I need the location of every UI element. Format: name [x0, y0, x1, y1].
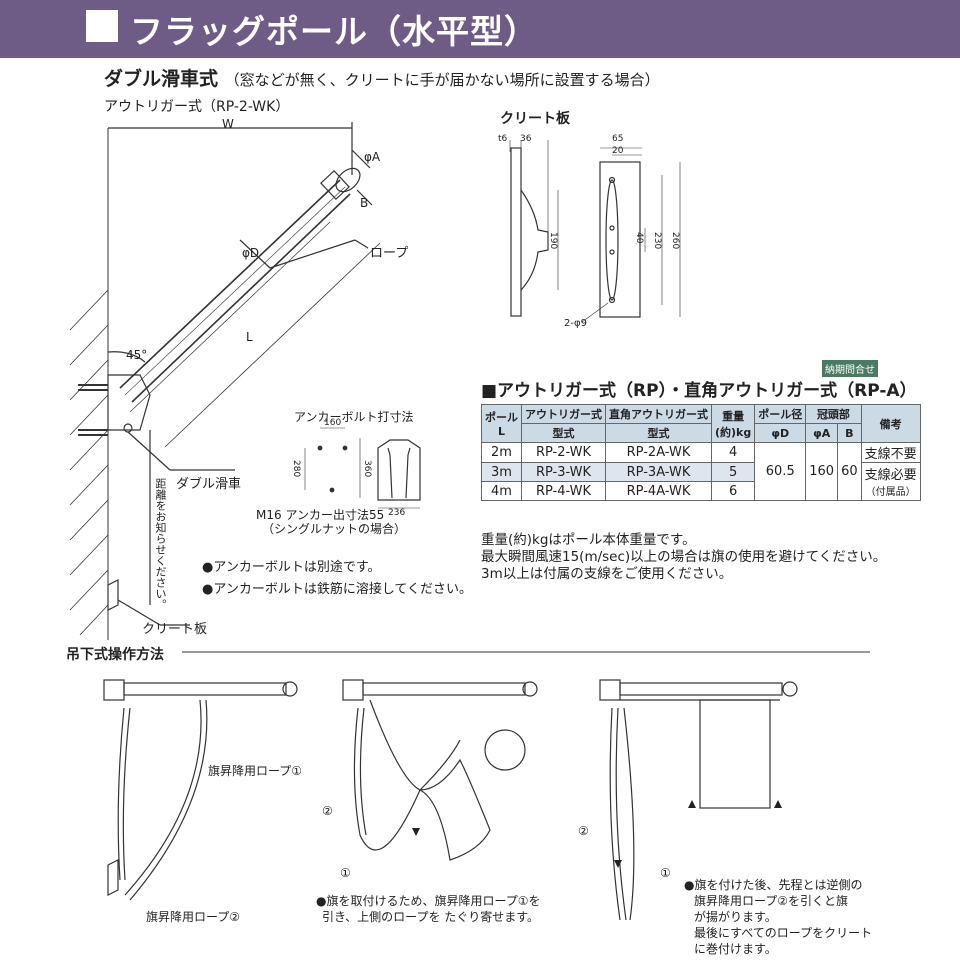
cell-model-2: RP-4A-WK	[605, 481, 712, 501]
notes: 重量(約)kgはポール本体重量です。 最大瞬間風速15(m/sec)以上の場合は…	[481, 532, 886, 583]
cell-diameter: 60.5	[754, 442, 807, 501]
th-cap: 冠頭部	[805, 404, 862, 424]
anchor-title: アンカーボルト打寸法	[294, 410, 414, 424]
operation-title: 吊下式操作方法	[66, 647, 164, 663]
th-weight: 重量(約)kg	[710, 404, 756, 443]
cell-weight: 5	[710, 462, 756, 482]
th-diameter: ポール径	[754, 404, 807, 424]
cell-model-2: RP-3A-WK	[605, 462, 712, 482]
th-model-2: 型式	[605, 423, 712, 443]
note-line: 3m以上は付属の支線をご使用ください。	[481, 566, 733, 582]
cleat-d-230: 230	[652, 232, 662, 250]
dim-phiD-label: φD	[242, 246, 260, 260]
status-badge: 納期問合せ	[822, 360, 878, 377]
dim-b-label: B	[360, 196, 369, 210]
outrigger-label: アウトリガー式（RP-2-WK）	[104, 99, 290, 115]
note-line: 重量(約)kgはポール本体重量です。	[481, 532, 696, 548]
page-title: フラッグポール（水平型）	[130, 12, 538, 51]
cell-note-2: 支線必要（付属品）	[860, 462, 921, 501]
th-right-angle: 直角アウトリガー式	[605, 404, 712, 424]
marker-2b: ②	[578, 824, 589, 838]
anchor-bullet-1: ●アンカーボルトは別途です。	[202, 560, 381, 575]
cell-cap-a: 160	[805, 442, 839, 501]
cell-model-1: RP-3-WK	[521, 462, 606, 482]
note-line: 最大瞬間風速15(m/sec)以上の場合は旗の使用を避けてください。	[481, 549, 887, 565]
cell-length: 4m	[481, 481, 522, 501]
cell-length: 3m	[481, 462, 522, 482]
subtitle-note: （窓などが無く、クリートに手が届かない場所に設置する場合）	[224, 71, 660, 89]
step2-line2: 引き、上側のロープを たぐり寄せます。	[322, 910, 540, 924]
marker-2: ②	[322, 804, 333, 818]
th-cap-phiA: φA	[805, 423, 839, 443]
header-bar: フラッグポール（水平型）	[0, 0, 960, 58]
cell-model-1: RP-4-WK	[521, 481, 606, 501]
marker-1b: ①	[660, 866, 671, 880]
step3-line2: 旗昇降用ロープ②を引くと旗	[694, 894, 849, 908]
cell-length: 2m	[481, 442, 522, 463]
cleat-d-40: 40	[634, 232, 644, 244]
distance-note: 距離をお知らせください。	[154, 478, 167, 610]
header-square-icon	[86, 10, 118, 42]
cell-cap-b: 60	[837, 442, 862, 501]
cell-model-1: RP-2-WK	[521, 442, 606, 463]
anchor-m16-2: （シングルナットの場合）	[262, 522, 407, 536]
cleat-d-20: 20	[612, 146, 624, 156]
anchor-d-360: 360	[362, 460, 372, 478]
anchor-d-160: 160	[324, 418, 342, 428]
anchor-d-236: 236	[388, 508, 406, 518]
th-note: 備考	[860, 404, 921, 443]
step3-line5: に巻付けます。	[694, 942, 777, 956]
step3-line3: が揚がります。	[694, 910, 777, 924]
cleat-plate-label: クリート板	[142, 622, 208, 637]
cell-weight: 4	[710, 442, 756, 463]
rope2-label: 旗昇降用ロープ②	[146, 910, 241, 924]
table-row: 4m RP-4-WK RP-4A-WK 6	[481, 481, 921, 501]
cleat-d-t6: t6	[498, 134, 508, 144]
step3-line4: 最後にすべてのロープをクリート	[694, 926, 873, 940]
table-row: 2m RP-2-WK RP-2A-WK 4 60.5 160 60 支線不要	[481, 442, 921, 501]
cleat-d-190: 190	[548, 232, 558, 250]
dim-phiA-label: φA	[364, 150, 381, 164]
anchor-bullet-2: ●アンカーボルトは鉄筋に溶接してください。	[202, 582, 473, 597]
subtitle-main: ダブル滑車式	[104, 68, 219, 90]
marker-1: ①	[340, 866, 351, 880]
step2-line1: ●旗を取付けるため、旗昇降用ロープ①を	[316, 894, 541, 908]
th-outrigger: アウトリガー式	[521, 404, 606, 424]
cleat-hole: 2-φ9	[564, 318, 587, 329]
cell-weight: 6	[710, 481, 756, 501]
rope-label: ロープ	[370, 246, 409, 261]
dim-w-label: W	[222, 117, 234, 131]
cleat-title: クリート板	[500, 111, 570, 127]
cleat-d-260: 260	[670, 232, 680, 250]
rope1-label: 旗昇降用ロープ①	[208, 764, 303, 778]
step3-line1: ●旗を付けた後、先程とは逆側の	[684, 878, 863, 892]
angle-label: 45°	[126, 348, 148, 362]
dim-l-label: L	[246, 330, 253, 344]
cell-note-1: 支線不要	[860, 442, 921, 463]
cell-model-2: RP-2A-WK	[605, 442, 712, 463]
th-cap-b: B	[837, 423, 862, 443]
subtitle: ダブル滑車式 （窓などが無く、クリートに手が届かない場所に設置する場合）	[104, 64, 660, 91]
cleat-d-65: 65	[612, 134, 624, 144]
anchor-d-280: 280	[291, 460, 301, 478]
table-title: ■アウトリガー式（RP）・直角アウトリガー式（RP-A）	[481, 381, 917, 401]
th-diameter-phiD: φD	[754, 423, 807, 443]
anchor-m16-1: M16 アンカー出寸法55	[256, 508, 385, 522]
pulley-label: ダブル滑車	[176, 477, 242, 492]
th-model-1: 型式	[521, 423, 606, 443]
cleat-d-36: 36	[520, 134, 532, 144]
